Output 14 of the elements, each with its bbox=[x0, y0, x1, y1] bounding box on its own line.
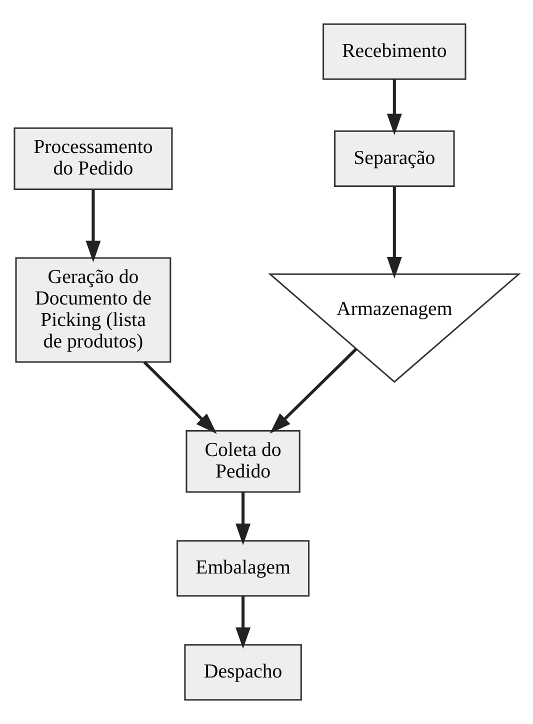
arrow bbox=[143, 361, 217, 434]
arrow bbox=[270, 348, 358, 434]
node-box: Geração do Documento de Picking (lista de produtos) bbox=[15, 257, 172, 363]
arrow bbox=[386, 186, 402, 278]
node-box: Despacho bbox=[184, 644, 302, 701]
node-box: Embalagem bbox=[176, 540, 310, 597]
arrow bbox=[236, 596, 251, 649]
node-box: Separação bbox=[334, 130, 455, 187]
node-box: Processamento do Pedido bbox=[14, 127, 173, 190]
arrow bbox=[236, 492, 251, 546]
node-box: Recebimento bbox=[322, 23, 466, 80]
arrow bbox=[386, 79, 402, 136]
arrow bbox=[86, 189, 101, 262]
node-box: Coleta do Pedido bbox=[186, 430, 300, 493]
